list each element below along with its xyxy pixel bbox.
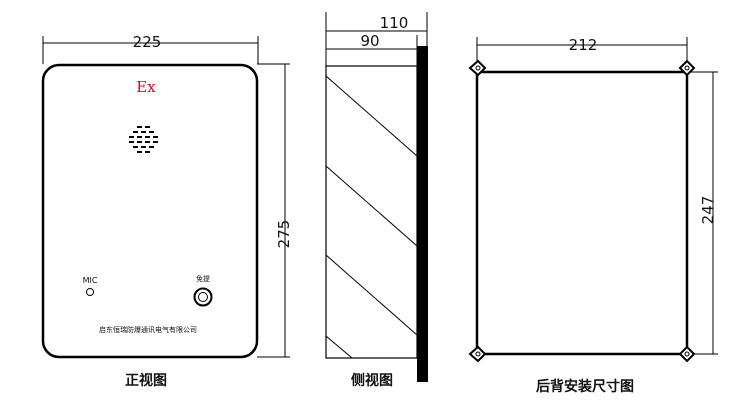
mic-icon (86, 288, 94, 296)
back-view: 212 247 后背安装尺寸图 (468, 36, 718, 395)
speaker-grille-icon (129, 126, 158, 153)
side-hatch (325, 75, 418, 157)
side-total-dim-text: 110 (380, 14, 409, 32)
mounting-hole-icon (678, 59, 696, 77)
front-view-caption: 正视图 (125, 372, 167, 389)
mic-label: MIC (83, 276, 98, 285)
back-enclosure (475, 70, 689, 356)
back-height-dim-text: 247 (699, 196, 717, 225)
side-hatch (325, 335, 353, 359)
front-view: 225 275 Ex MIC 免提 启东恒瑞防爆通讯电气有限公司 正视图 (41, 33, 293, 389)
side-body-dim-text: 90 (360, 32, 379, 50)
button-label: 免提 (196, 274, 210, 283)
mounting-hole-icon (468, 345, 487, 363)
back-view-caption: 后背安装尺寸图 (536, 378, 634, 395)
side-mounting-plate (417, 46, 428, 382)
side-enclosure-body (325, 65, 418, 359)
hands-free-button[interactable] (193, 287, 213, 307)
side-hatch (325, 254, 418, 336)
front-width-dim-text: 225 (133, 33, 162, 51)
mounting-hole-icon (468, 59, 487, 77)
front-enclosure (41, 63, 259, 359)
front-height-dim-text: 275 (275, 220, 293, 249)
back-width-dim-text: 212 (569, 36, 598, 54)
company-name: 启东恒瑞防爆通讯电气有限公司 (99, 325, 197, 334)
mounting-hole-icon (678, 345, 696, 363)
ex-mark: Ex (136, 78, 156, 96)
side-view-caption: 侧视图 (351, 372, 393, 389)
side-view: 110 90 侧视图 (325, 12, 428, 389)
side-hatch (325, 165, 418, 247)
